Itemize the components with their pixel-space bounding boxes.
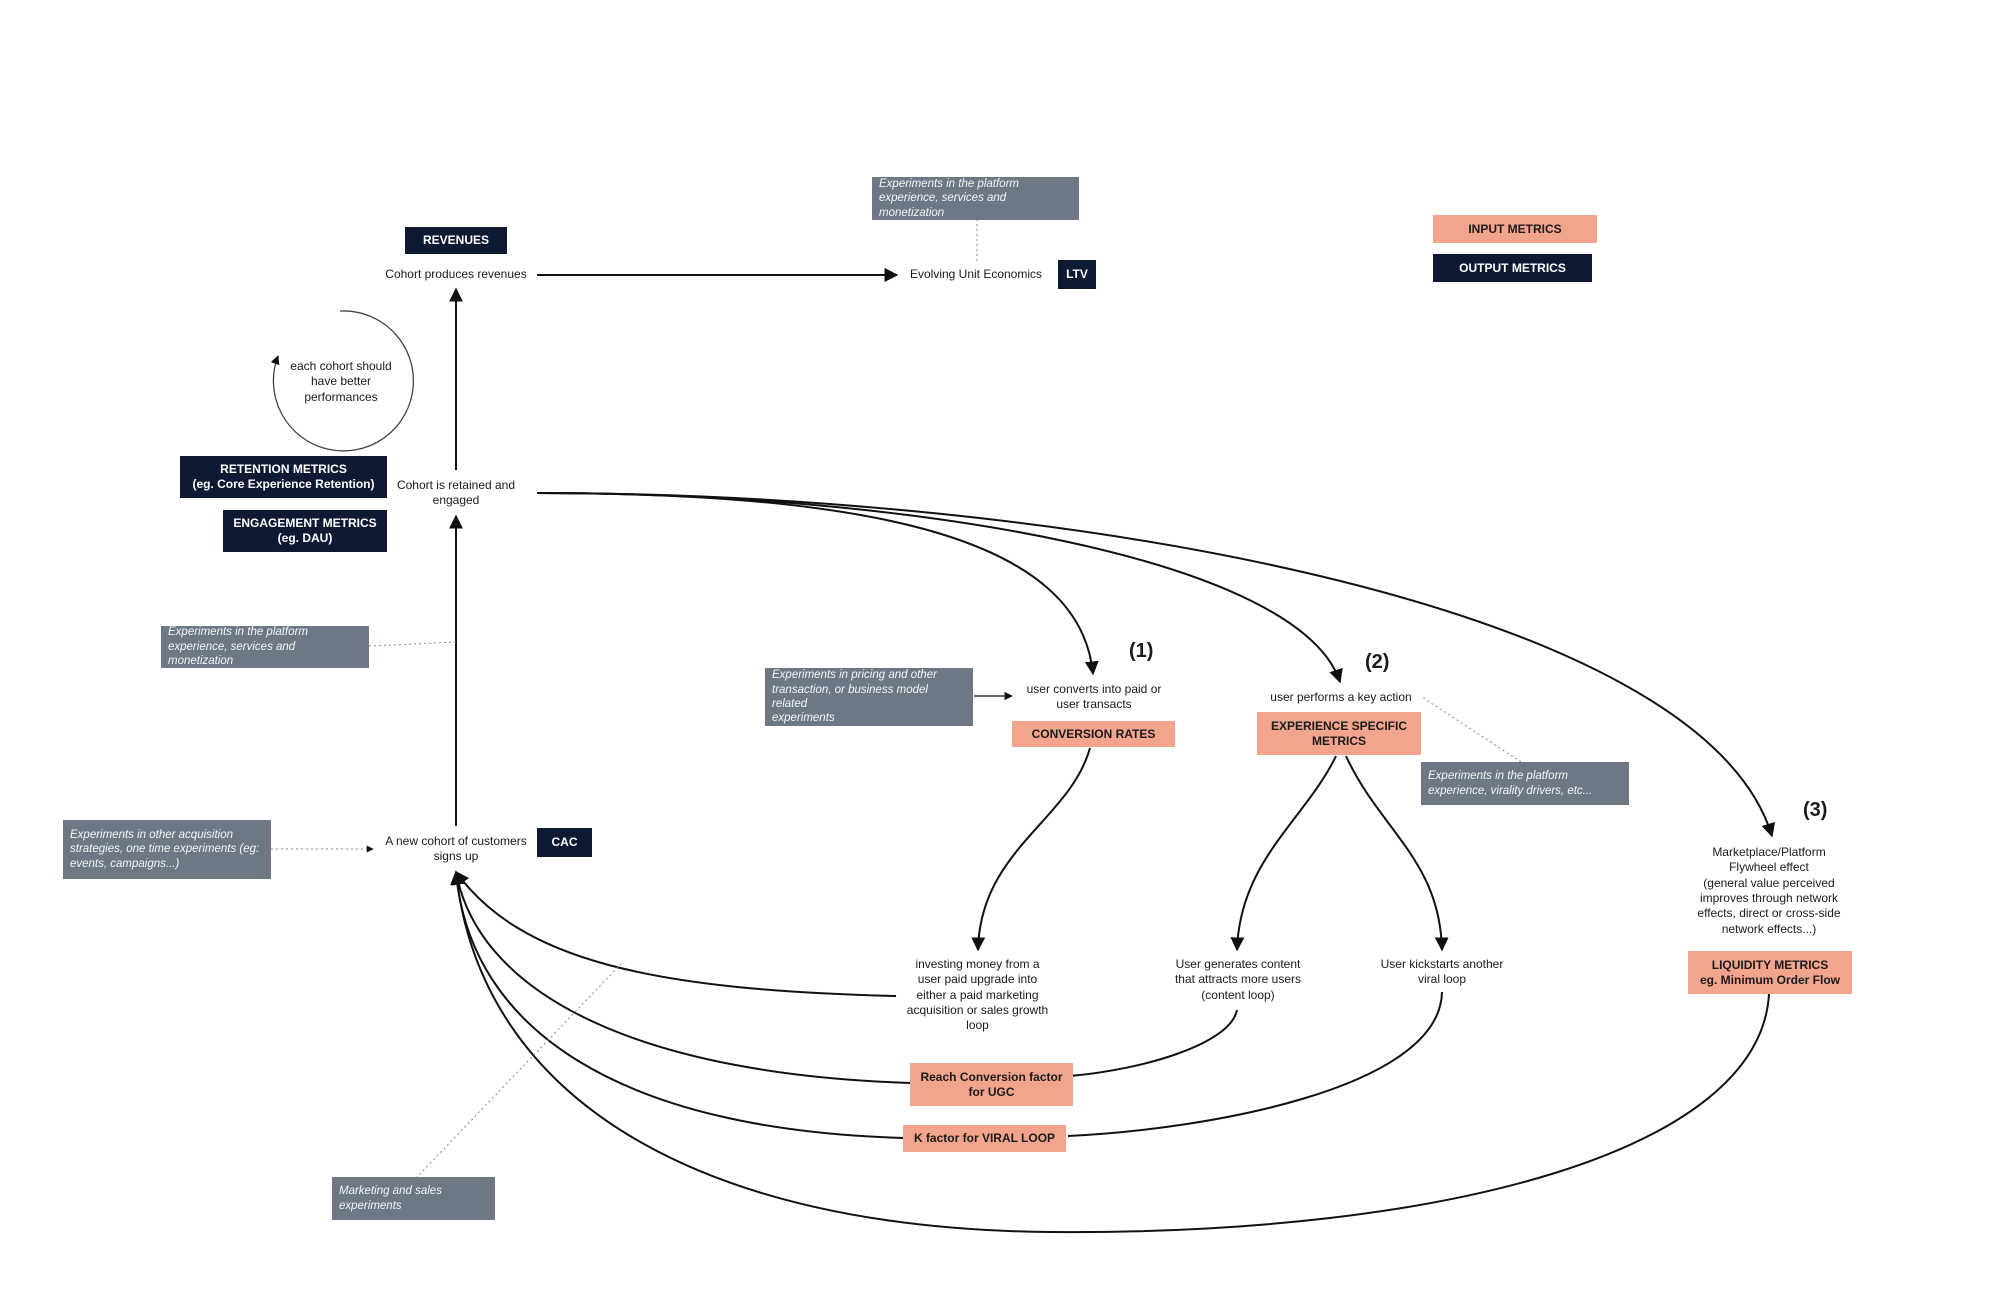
loop-ugc-to-signup xyxy=(1069,1009,1238,1077)
arrow-retained-to-convert xyxy=(536,492,1099,676)
conversion-rates-badge: CONVERSION RATES xyxy=(1012,721,1175,747)
legend-input-metrics: INPUT METRICS xyxy=(1433,215,1597,243)
step-number-1: (1) xyxy=(1129,640,1154,662)
dotted-left-experiments xyxy=(368,641,457,647)
step-number-3: (3) xyxy=(1803,799,1828,821)
key-action-label: user performs a key action xyxy=(1270,690,1412,704)
arrow-retained-to-key-action xyxy=(536,492,1343,684)
loop-investing-to-signup xyxy=(455,870,897,997)
cac-badge: CAC xyxy=(537,828,592,857)
revenues-badge: REVENUES xyxy=(405,227,507,254)
loop-liquidity-to-signup xyxy=(450,870,1770,1234)
loop-reach-to-signup xyxy=(451,870,913,1084)
legend-output-metrics: OUTPUT METRICS xyxy=(1433,254,1592,282)
dotted-marketing xyxy=(415,963,622,1179)
unit-economics-label: Evolving Unit Economics xyxy=(909,267,1043,281)
arrow-retained-to-flywheel xyxy=(536,492,1775,838)
engagement-metrics-badge: ENGAGEMENT METRICS(eg. DAU) xyxy=(223,510,387,552)
arrow-conversion-to-investing xyxy=(971,747,1091,952)
loop-viral-to-signup xyxy=(1067,991,1443,1137)
cohort-revenue-label: Cohort produces revenues xyxy=(385,267,527,281)
retention-metrics-badge: RETENTION METRICS(eg. Core Experience Re… xyxy=(180,456,387,498)
cohort-cycle-circle xyxy=(270,310,415,452)
ltv-badge: LTV xyxy=(1058,260,1096,289)
arrow-experience-to-ugc xyxy=(1230,755,1337,952)
loop-kfactor-to-signup xyxy=(450,870,905,1139)
k-factor-badge: K factor for VIRAL LOOP xyxy=(903,1125,1066,1152)
dotted-virality xyxy=(1421,696,1522,763)
arrow-experience-to-viral xyxy=(1345,755,1449,952)
step-number-2: (2) xyxy=(1365,651,1390,673)
